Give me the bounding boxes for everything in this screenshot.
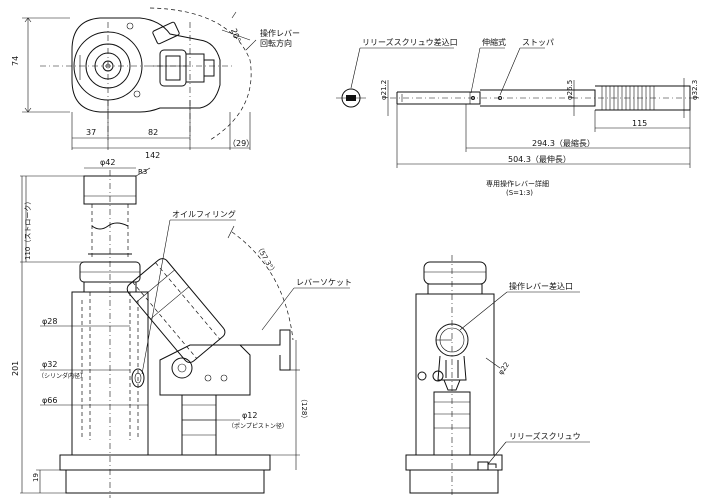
dim-37: 37 — [86, 128, 96, 137]
label-release-screw: リリーズスクリュウ — [509, 431, 581, 441]
dim-d32: φ32 — [42, 360, 57, 369]
front-view — [20, 167, 350, 498]
dim-d42: φ42 — [100, 158, 115, 167]
dim-d32: φ32.3 — [691, 80, 699, 100]
label-lever-socket: レバーソケット — [296, 278, 352, 287]
dim-74: 74 — [11, 56, 20, 66]
dim-57deg: （57.3°） — [254, 244, 277, 277]
label-telescopic: 伸縮式 — [482, 37, 506, 47]
dim-d12-note: （ポンプピストン径） — [228, 422, 288, 430]
dim-d26: φ26.5 — [566, 80, 574, 100]
dim-d22: φ22 — [497, 361, 511, 377]
dim-r3: R3 — [138, 168, 147, 176]
dim-294: 294.3（最縮長） — [532, 138, 595, 148]
dim-d28: φ28 — [42, 317, 57, 326]
dim-20deg: 20° — [229, 27, 242, 43]
label-release-inlet: リリーズスクリュウ差込口 — [362, 37, 458, 47]
dim-d66: φ66 — [42, 396, 57, 405]
dim-19: 19 — [32, 473, 40, 482]
label-stopper: ストッパ — [522, 38, 554, 47]
side-view — [405, 255, 590, 498]
dim-d32-note: （シリンダ内径） — [38, 372, 86, 380]
dim-115: 115 — [632, 119, 647, 128]
rotation-note-1: 操作レバー — [260, 28, 300, 38]
label-lever-inlet: 操作レバー差込口 — [509, 281, 573, 291]
dim-82: 82 — [148, 128, 158, 137]
lever-caption: 専用操作レバー詳細 — [486, 179, 549, 188]
dim-29: （29） — [228, 139, 254, 148]
rotation-note-2: 回転方向 — [260, 38, 292, 48]
dim-d21: φ21.2 — [380, 80, 388, 100]
lever-scale: (S=1:3) — [506, 189, 533, 197]
label-oil-filling: オイルフィリング — [172, 209, 236, 219]
dim-128: （128） — [300, 395, 308, 422]
top-view — [22, 7, 252, 150]
dim-d12: φ12 — [242, 411, 257, 420]
dim-142: 142 — [145, 151, 160, 160]
lever-detail — [336, 47, 700, 168]
dim-stroke: 110（ストローク） — [24, 198, 32, 260]
dim-201: 201 — [11, 361, 20, 376]
dim-504: 504.3（最伸長） — [508, 154, 571, 164]
